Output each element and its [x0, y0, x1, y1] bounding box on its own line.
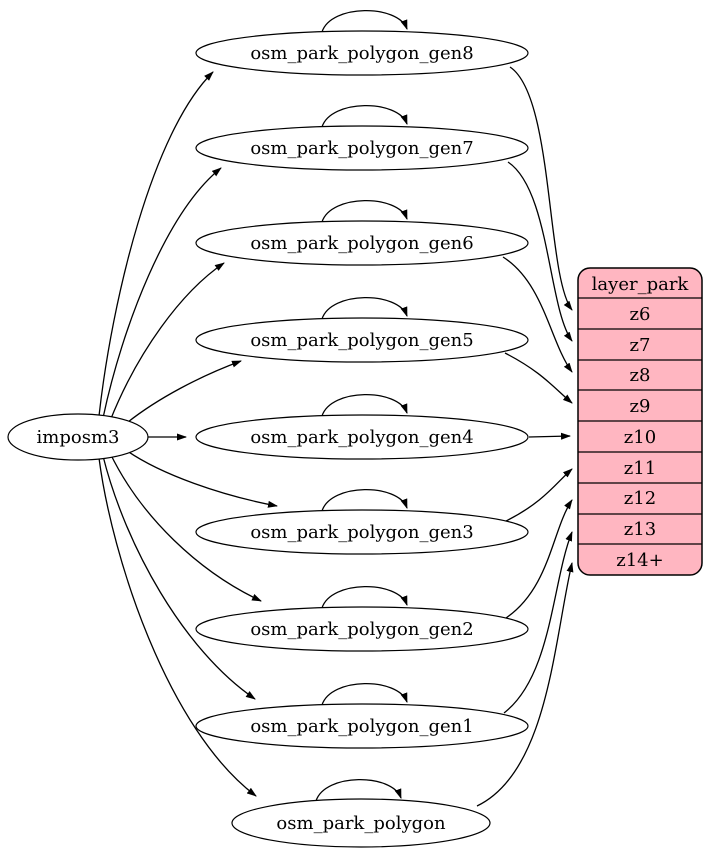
self-loop-edges [315, 9, 408, 802]
gen6-label: osm_park_polygon_gen6 [250, 233, 473, 254]
edge-imposm3-gen8 [98, 71, 214, 417]
edge-gen8-z6 [509, 66, 573, 311]
self-loop-gen2 [321, 585, 408, 609]
gen5-label: osm_park_polygon_gen5 [250, 330, 473, 351]
layer-row-z9: z9 [630, 396, 651, 417]
node-osm-park-polygon-gen1: osm_park_polygon_gen1 [195, 703, 529, 749]
gen6-ellipse [195, 220, 529, 266]
edge-imposm3-gen3 [122, 447, 278, 508]
gen3-ellipse [195, 509, 529, 555]
layer-row-z11: z11 [624, 458, 656, 479]
node-osm-park-polygon-gen3: osm_park_polygon_gen3 [195, 509, 529, 555]
gen2-label: osm_park_polygon_gen2 [250, 619, 473, 640]
imposm3-label: imposm3 [37, 427, 120, 448]
gen5-ellipse [195, 317, 529, 363]
gen4-label: osm_park_polygon_gen4 [250, 427, 473, 448]
layer-row-z12: z12 [624, 488, 656, 509]
gen8-ellipse [195, 30, 529, 76]
edge-gen2-z12 [505, 499, 573, 619]
self-loop-gen3 [321, 488, 408, 512]
node-osm-park-polygon-gen8: osm_park_polygon_gen8 [195, 30, 529, 76]
layer-row-z6: z6 [630, 304, 651, 325]
gen2-ellipse [195, 606, 529, 652]
node-osm-park-polygon-gen6: osm_park_polygon_gen6 [195, 220, 529, 266]
node-osm-park-polygon-gen4: osm_park_polygon_gen4 [195, 414, 529, 460]
self-loop-gen1 [321, 682, 408, 706]
layer-row-z10: z10 [624, 427, 656, 448]
edges-from-source [98, 71, 278, 797]
edge-imposm3-gen2 [109, 452, 262, 602]
layer-park-title: layer_park [592, 274, 690, 295]
node-osm-park-polygon: osm_park_polygon [231, 798, 491, 848]
edge-imposm3-gen7 [102, 167, 222, 419]
gen8-label: osm_park_polygon_gen8 [250, 43, 473, 64]
node-osm-park-polygon-gen5: osm_park_polygon_gen5 [195, 317, 529, 363]
edge-gen5-z9 [504, 352, 573, 404]
edge-imposm3-polygon [98, 457, 257, 797]
polygon-label: osm_park_polygon [276, 813, 446, 834]
edge-gen3-z11 [505, 468, 573, 522]
gen7-label: osm_park_polygon_gen7 [250, 138, 473, 159]
polygon-ellipse [231, 798, 491, 848]
layer-row-z13: z13 [624, 519, 656, 540]
node-osm-park-polygon-gen2: osm_park_polygon_gen2 [195, 606, 529, 652]
node-osm-park-polygon-gen7: osm_park_polygon_gen7 [195, 125, 529, 171]
edge-polygon-z14 [476, 562, 574, 807]
layer-row-z7: z7 [630, 335, 651, 356]
gen1-ellipse [195, 703, 529, 749]
edge-imposm3-gen1 [102, 455, 256, 700]
edge-gen4-z10 [528, 432, 571, 440]
self-loop-gen8 [321, 9, 408, 33]
gen3-label: osm_park_polygon_gen3 [250, 522, 473, 543]
edge-gen1-z13 [503, 531, 573, 714]
self-loop-gen4 [321, 393, 408, 417]
self-loop-polygon [315, 778, 402, 802]
edge-imposm3-gen6 [109, 262, 225, 422]
layer-row-z14: z14+ [616, 550, 663, 571]
edges-to-layer [476, 66, 574, 807]
node-imposm3: imposm3 [7, 413, 149, 461]
self-loop-gen5 [321, 296, 408, 320]
self-loop-gen6 [321, 199, 408, 223]
gen4-ellipse [195, 414, 529, 460]
imposm3-ellipse [7, 413, 149, 461]
gen1-label: osm_park_polygon_gen1 [250, 716, 473, 737]
layer-park-table: layer_park z6 z7 z8 z9 z10 z11 z12 z13 z… [577, 267, 703, 576]
edge-gen6-z8 [502, 256, 573, 373]
layer-row-z8: z8 [630, 365, 651, 386]
gen7-ellipse [195, 125, 529, 171]
self-loop-gen7 [321, 104, 408, 128]
edge-imposm3-gen5 [122, 360, 242, 427]
edge-gen7-z7 [507, 161, 573, 342]
